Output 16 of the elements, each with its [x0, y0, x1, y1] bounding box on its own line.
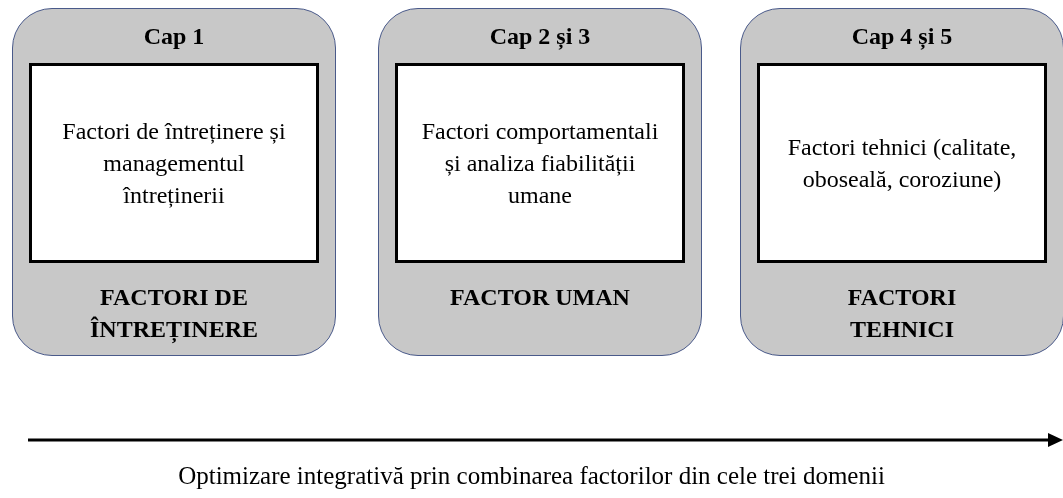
description-text: Factori de întreținere și managementul întreținerii	[61, 117, 287, 210]
rounded-panel	[378, 8, 702, 356]
description-text: Factori tehnici (calitate, oboseală, coroziune)	[786, 133, 1018, 194]
description-text: Factori comportamentali și analiza fiabilității umane	[420, 117, 660, 210]
category-title: FACTORI DE ÎNTREȚINERE	[88, 283, 259, 345]
text-box	[29, 63, 319, 263]
category-title: FACTOR UMAN	[449, 283, 631, 312]
panel-heading: Cap 4 și 5	[851, 23, 953, 50]
panel-heading: Cap 1	[143, 23, 205, 50]
panel-heading: Cap 2 și 3	[489, 23, 591, 50]
text-box	[757, 63, 1047, 263]
rounded-panel	[740, 8, 1063, 356]
category-title: FACTORI TEHNICI	[846, 283, 958, 344]
rounded-panel	[12, 8, 336, 356]
text-box	[395, 63, 685, 263]
caption: Optimizare integrativă prin combinarea factorilor din cele trei domenii	[178, 462, 885, 490]
